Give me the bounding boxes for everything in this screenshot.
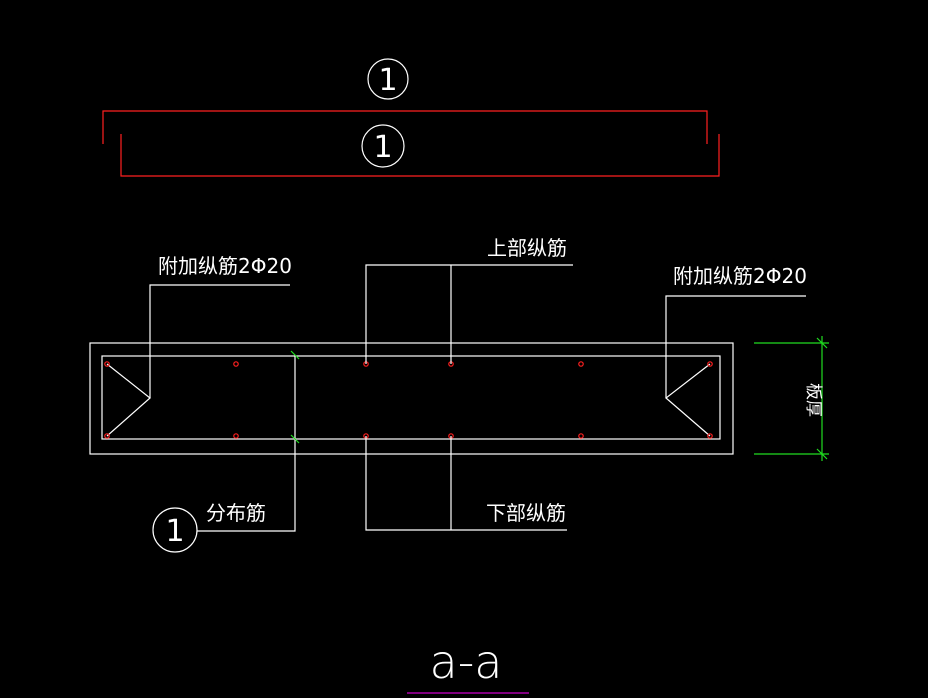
rebar-dot: [233, 433, 239, 439]
tick: [290, 434, 300, 444]
rebar-dot: [104, 433, 110, 439]
stirrup-outline: [101, 355, 721, 440]
right-additional-bar-shape: [665, 363, 711, 437]
label-left-additional-bars: 附加纵筋2Φ20: [158, 254, 292, 278]
bent-bar-upper: [102, 110, 708, 144]
bar-detail-group: 1 1: [102, 58, 720, 177]
dimension-tick-bottom: [816, 448, 828, 460]
label-right-additional-bars: 附加纵筋2Φ20: [673, 264, 807, 288]
rebar-dot: [578, 361, 584, 367]
rebar-dot: [233, 361, 239, 367]
leader-top-longitudinal-a: [365, 264, 573, 364]
leader-bottom-longitudinal-a: [365, 436, 567, 531]
concrete-outline: [89, 342, 734, 455]
rebar-dots-bottom: [104, 433, 713, 439]
label-top-longitudinal-bars: 上部纵筋: [487, 236, 567, 260]
bar-mark-circle-bottom: [361, 124, 405, 168]
thickness-dimension: [754, 336, 829, 461]
leader-right-additional: [665, 295, 806, 398]
bar-mark-circle-top: [367, 58, 409, 100]
rebar-dots-top: [104, 361, 713, 367]
label-bottom-longitudinal-bars: 下部纵筋: [486, 501, 566, 525]
dimension-tick-top: [816, 337, 828, 349]
section-group: [89, 342, 734, 455]
rebar-dot: [707, 361, 713, 367]
rebar-dot: [707, 433, 713, 439]
rebar-dot: [104, 361, 110, 367]
tick: [290, 350, 300, 360]
label-thickness: 板厚: [803, 383, 823, 417]
rebar-dot: [578, 433, 584, 439]
leaders-group: [149, 264, 806, 532]
bent-bar-lower: [120, 134, 720, 177]
section-title: a-a: [430, 635, 503, 689]
leader-left-additional: [149, 284, 290, 398]
bar-mark-number-bottom: 1: [373, 130, 392, 165]
leader-distribution: [197, 440, 296, 532]
left-additional-bar-shape: [106, 363, 151, 437]
label-distribution-bars: 分布筋: [206, 501, 266, 525]
bar-mark-number-top: 1: [378, 63, 397, 98]
distribution-bar-ticks: [290, 350, 300, 444]
bar-mark-number-distribution: 1: [165, 514, 184, 549]
bar-mark-circle-distribution: [152, 507, 198, 553]
